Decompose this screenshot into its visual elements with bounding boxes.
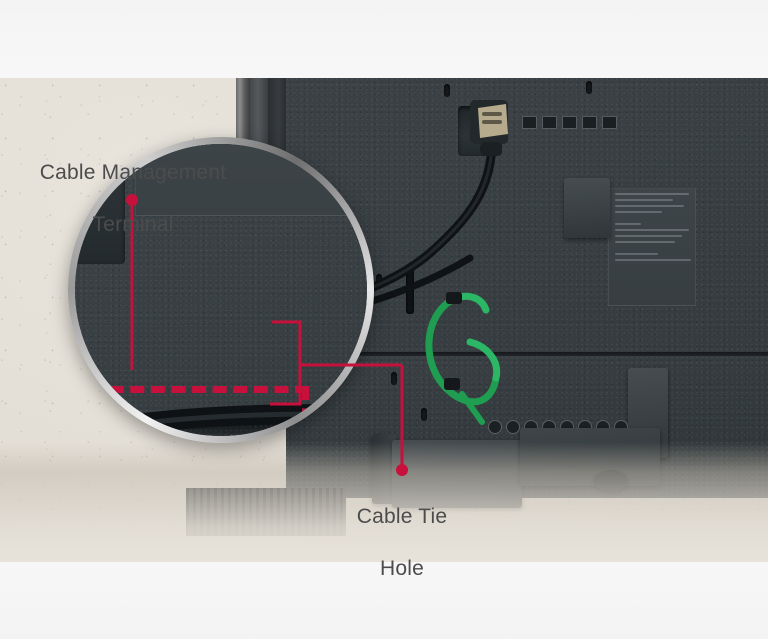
label-cmt-line2: Terminal — [92, 213, 174, 236]
screw-hole-6 — [391, 372, 397, 385]
tie-head-upper — [446, 292, 462, 304]
label-cable-tie-hole: Cable Tie Hole — [312, 478, 492, 608]
label-cmt-line1: Cable Management — [39, 161, 227, 184]
label-cth-line2: Hole — [380, 557, 424, 580]
floor-gradient — [0, 442, 768, 562]
io-port-strip — [522, 116, 617, 129]
screw-hole-4 — [586, 81, 592, 94]
screw-hole-3 — [444, 84, 450, 97]
caution-label-sticker — [608, 188, 696, 306]
label-cable-management-terminal: Cable Management Terminal — [18, 134, 248, 264]
power-plug-icon — [470, 100, 508, 156]
tie-head-lower — [444, 378, 460, 390]
label-cth-line1: Cable Tie — [356, 505, 448, 528]
screw-hole-7 — [421, 408, 427, 421]
speaker-housing — [564, 178, 610, 238]
highlight-box-terminal — [75, 386, 309, 436]
